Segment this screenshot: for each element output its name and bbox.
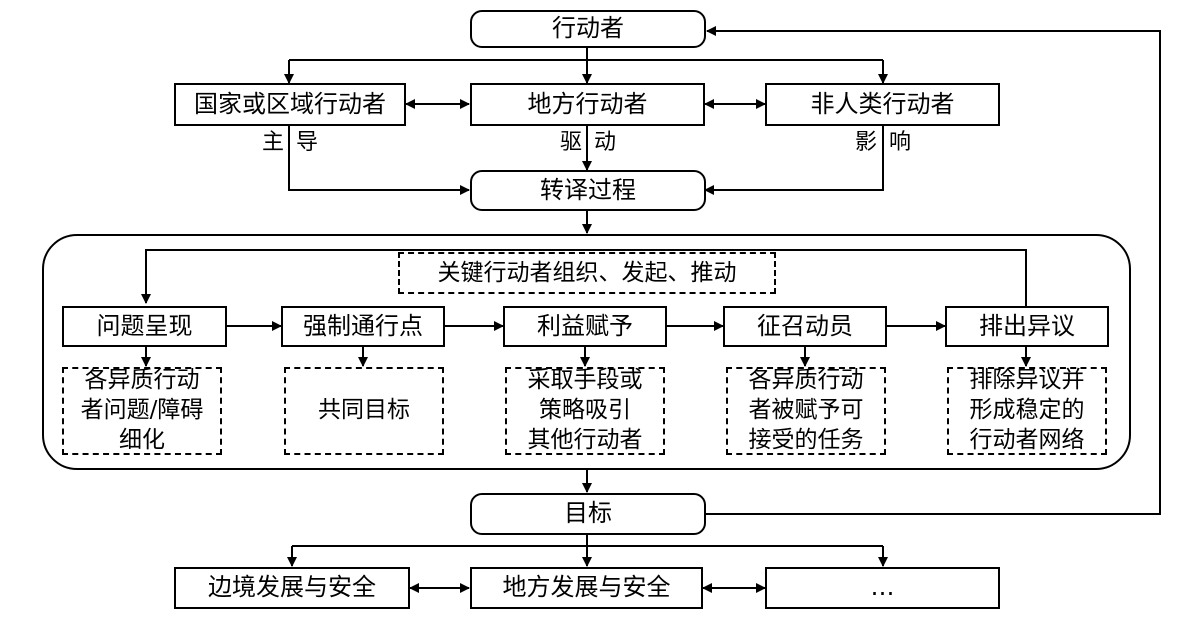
nonhuman-actor-node: 非人类行动者 bbox=[765, 83, 1000, 126]
connector-nonhuman-translation bbox=[704, 126, 884, 195]
detail-line: 接受的任务 bbox=[748, 426, 864, 453]
detail-line: 行动者网络 bbox=[969, 426, 1085, 453]
edge-label-influence-1: 影 bbox=[855, 130, 878, 155]
ellipsis-node: … bbox=[765, 567, 1000, 609]
detail-line: 形成稳定的 bbox=[969, 397, 1085, 424]
border-development-node: 边境发展与安全 bbox=[174, 567, 410, 609]
detail-interessement: 采取手段或 策略吸引 其他行动者 bbox=[505, 367, 665, 455]
detail-line: 者被赋予可 bbox=[748, 397, 864, 424]
step-exclude-dissent: 排出异议 bbox=[945, 306, 1109, 347]
connector-loop bbox=[141, 249, 1027, 306]
step-enrolment: 征召动员 bbox=[723, 306, 887, 347]
edge-label-lead-2: 导 bbox=[296, 130, 319, 155]
edge-label-drive-2: 动 bbox=[594, 130, 617, 155]
detail-line: 者问题/障碍 bbox=[80, 397, 204, 424]
step-obligatory-passage-point: 强制通行点 bbox=[281, 306, 445, 347]
national-actor-node: 国家或区域行动者 bbox=[174, 83, 406, 126]
detail-line: 共同目标 bbox=[318, 397, 410, 424]
detail-line: 细化 bbox=[119, 426, 165, 453]
detail-problematization: 各异质行动 者问题/障碍 细化 bbox=[62, 367, 222, 455]
edge-label-lead-1: 主 bbox=[262, 130, 285, 155]
local-development-node: 地方发展与安全 bbox=[470, 567, 703, 609]
detail-line: 采取手段或 bbox=[527, 367, 643, 394]
key-actor-node: 关键行动者组织、发起、推动 bbox=[398, 252, 776, 294]
detail-enrolment: 各异质行动 者被赋予可 接受的任务 bbox=[726, 367, 886, 455]
local-actor-node: 地方行动者 bbox=[470, 83, 705, 126]
detail-line: 其他行动者 bbox=[527, 426, 643, 453]
actor-node: 行动者 bbox=[470, 10, 706, 48]
edge-label-influence-2: 响 bbox=[889, 130, 912, 155]
step-interessement: 利益赋予 bbox=[503, 306, 667, 347]
detail-opp: 共同目标 bbox=[284, 367, 444, 455]
connector-national-translation bbox=[288, 126, 470, 195]
translation-node: 转译过程 bbox=[470, 170, 706, 211]
step-problematization: 问题呈现 bbox=[62, 306, 227, 347]
detail-line: 各异质行动 bbox=[748, 367, 864, 394]
detail-dissent: 排除异议并 形成稳定的 行动者网络 bbox=[947, 367, 1107, 455]
goal-node: 目标 bbox=[470, 493, 706, 535]
edge-label-drive-1: 驱 bbox=[560, 130, 583, 155]
detail-line: 排除异议并 bbox=[969, 367, 1085, 394]
connector-feedback bbox=[705, 26, 1161, 515]
detail-line: 策略吸引 bbox=[539, 397, 631, 424]
detail-line: 各异质行动 bbox=[84, 367, 200, 394]
